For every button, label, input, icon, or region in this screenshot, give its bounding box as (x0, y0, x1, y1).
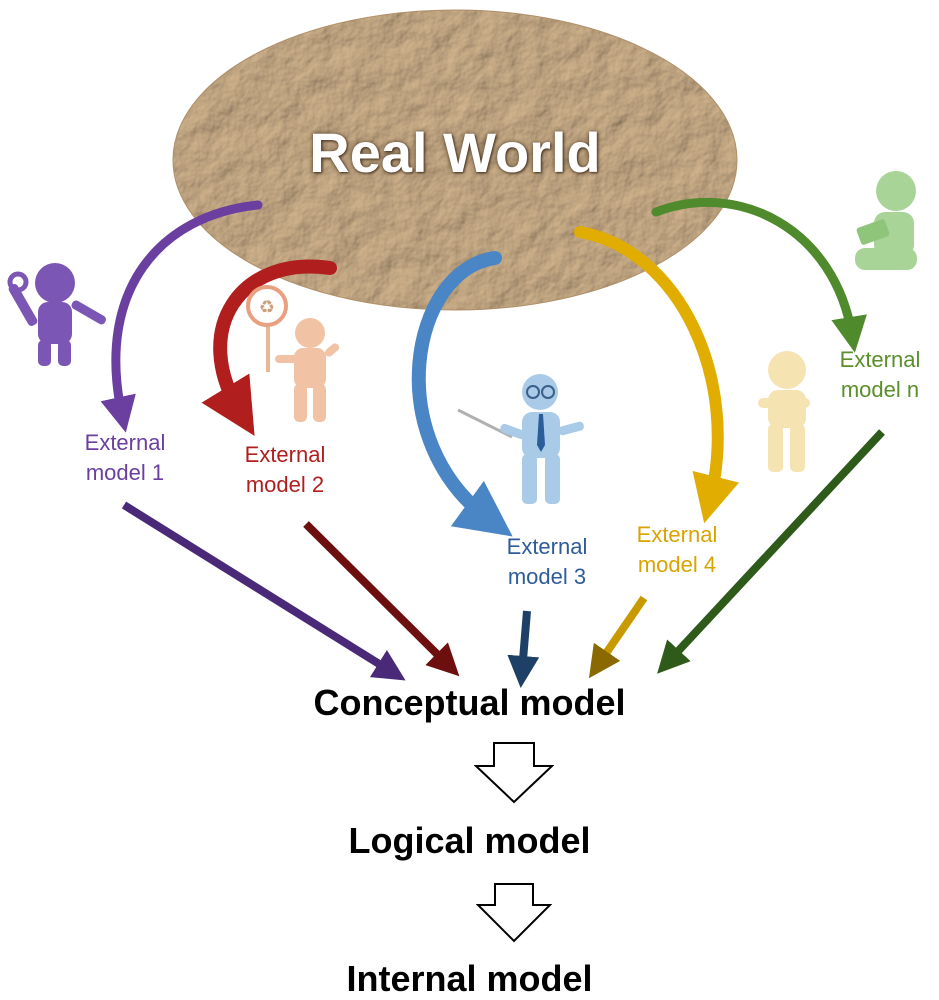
external-model-3-line2: model 3 (507, 564, 587, 589)
arrow-real-world-to-model-4 (574, 226, 740, 524)
arrow-real-world-to-model-1 (100, 200, 263, 433)
internal-model-label: Internal model (346, 958, 593, 999)
arrow-real-world-to-model-n (651, 198, 867, 353)
external-model-1-label: External model 1 (60, 428, 190, 488)
external-model-2-line2: model 2 (245, 472, 325, 497)
wrench-person-icon (7, 263, 106, 366)
presenter-person-icon (457, 374, 584, 504)
external-model-3-line1: External (506, 534, 588, 559)
external-model-n-label: External model n (822, 345, 938, 405)
arrow-model-1-to-conceptual (121, 501, 406, 681)
thinking-person-icon (758, 351, 810, 472)
external-model-n-line2: model n (840, 377, 920, 402)
arrow-model-4-to-conceptual (588, 595, 648, 679)
arrow-real-world-to-model-2 (201, 259, 337, 436)
arrow-model-2-to-conceptual (303, 521, 460, 677)
logical-model-label: Logical model (348, 820, 591, 861)
recycle-sign-person-icon: ♻ (246, 285, 340, 422)
external-model-3-label: External model 3 (482, 532, 612, 592)
down-arrow-icon (476, 883, 552, 943)
svg-text:♻: ♻ (259, 297, 275, 318)
external-model-n-line1: External (839, 347, 921, 372)
external-model-4-label: External model 4 (612, 520, 742, 580)
down-arrow-icon (474, 742, 554, 804)
arrow-model-3-to-conceptual (507, 610, 540, 688)
reading-person-icon (855, 171, 917, 270)
arrow-real-world-to-model-3 (411, 251, 513, 537)
arrow-model-n-to-conceptual (657, 429, 885, 674)
real-world-label: Real World (309, 121, 601, 184)
external-model-2-label: External model 2 (220, 440, 350, 500)
external-model-4-line1: External (636, 522, 718, 547)
external-model-1-line2: model 1 (85, 460, 165, 485)
conceptual-model-label: Conceptual model (313, 682, 626, 723)
external-model-1-line1: External (84, 430, 166, 455)
external-model-2-line1: External (244, 442, 326, 467)
external-model-4-line2: model 4 (637, 552, 717, 577)
